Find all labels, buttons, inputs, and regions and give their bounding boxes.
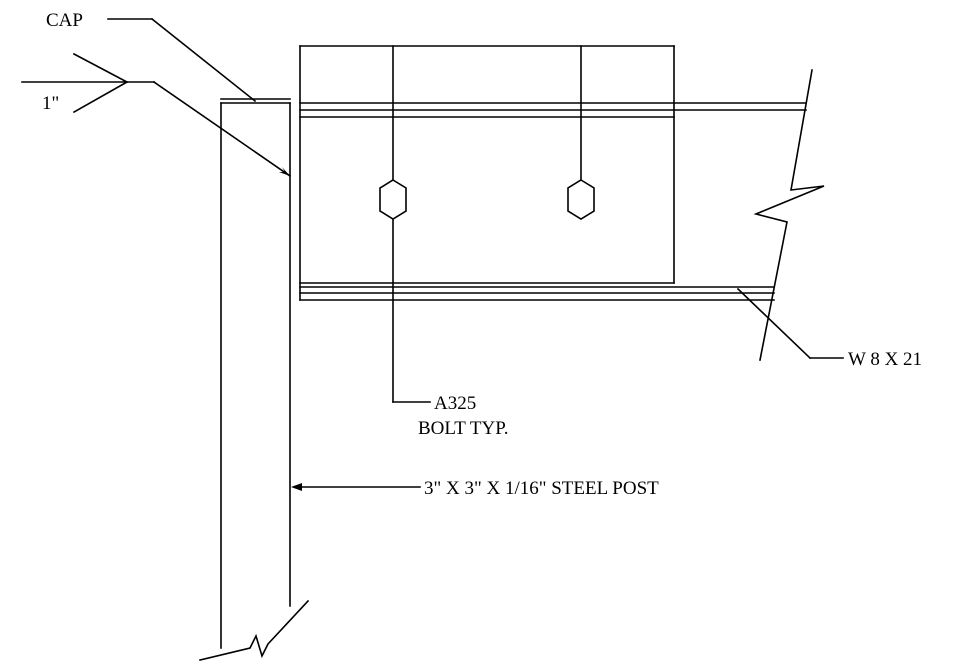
shear-tab-plate (299, 45, 675, 301)
bolt-label-line1: A325 (434, 393, 476, 414)
beam-top-flange (299, 102, 807, 118)
weld-symbol (21, 52, 292, 178)
post-leader (291, 483, 421, 491)
bolt-head-right (567, 179, 595, 220)
cap-label: CAP (46, 10, 83, 31)
beam-break-line (753, 69, 825, 361)
weld-size-label: 1" (42, 93, 59, 114)
post-leader-arrowhead (291, 483, 302, 491)
post-break-line (199, 599, 310, 661)
beam-leader (736, 287, 844, 360)
cap-leader (107, 17, 257, 103)
bolt-label-line2: BOLT TYP. (418, 418, 508, 439)
beam-label: W 8 X 21 (848, 349, 922, 370)
bolt-leader (392, 218, 431, 403)
bolt-left (379, 45, 407, 220)
post-label: 3" X 3" X 1/16" STEEL POST (424, 478, 659, 499)
beam-bottom-flange (299, 286, 775, 301)
weld-leader-arrowhead (279, 167, 290, 176)
steel-post (199, 102, 310, 661)
bolt-head-left (379, 179, 407, 220)
cap-plate (220, 98, 291, 104)
bolt-right (567, 45, 595, 220)
